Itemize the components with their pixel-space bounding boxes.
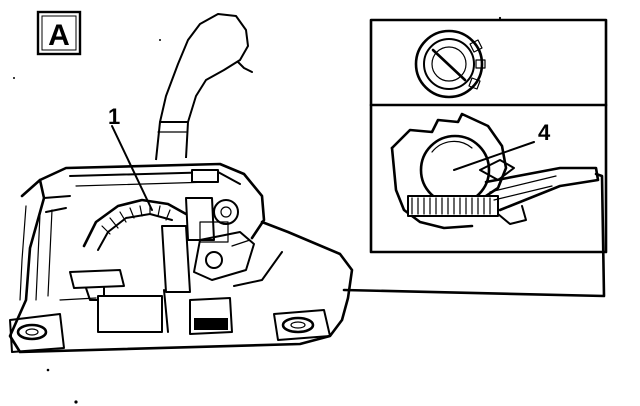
- callout-1-group: 1: [108, 104, 153, 211]
- callout-1: 1: [108, 104, 120, 129]
- inset-frame: [369, 18, 608, 254]
- panel-label-text: A: [48, 19, 70, 52]
- callout-4: 4: [538, 120, 551, 145]
- shifter-housing: [8, 13, 354, 354]
- panel-label: A: [36, 10, 82, 56]
- print-specks: [13, 16, 502, 404]
- inset-leader-line: [342, 172, 606, 298]
- lock-cylinder-detail: [414, 29, 486, 99]
- shift-lever: [155, 13, 249, 161]
- cable-sensor-detail: 4: [390, 112, 600, 230]
